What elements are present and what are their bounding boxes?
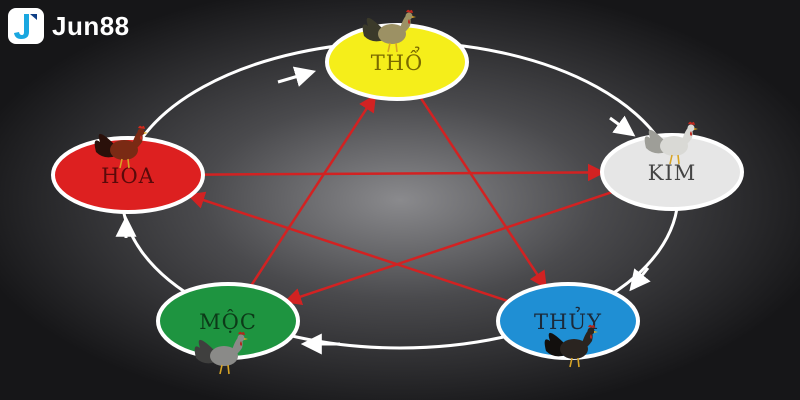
rooster-kim-icon [644,121,698,165]
star-arrow-hoa-to-kim [202,163,606,182]
node-kim-label: KIM [648,161,697,185]
rooster-moc-icon [194,331,248,375]
rooster-tho-icon [362,9,416,53]
overcoming-cycle-star [186,94,614,306]
cycle-arrow-tho-to-kim [609,115,636,137]
star-arrow-tho-to-thuy [419,96,547,289]
brand-logo-icon [8,8,44,44]
rooster-thuy-icon [544,324,598,368]
node-hoa: HOA [51,136,205,214]
node-moc-label: MỘC [199,310,257,334]
star-arrow-moc-to-tho [249,94,377,287]
brand-logo[interactable]: Jun88 [6,6,130,46]
star-arrow-kim-to-moc [283,190,614,306]
star-arrow-thuy-to-hoa [186,191,510,303]
node-hoa-circle [51,136,205,214]
node-tho: THỔ [325,23,469,101]
node-kim: KIM [600,133,744,211]
cycle-arrow-kim-to-thuy [629,267,651,292]
cycle-arrow-hoa-to-tho [277,66,317,87]
node-hoa-label: HOA [101,164,155,188]
node-kim-circle [600,133,744,211]
generating-cycle-arrows [115,66,651,355]
rooster-hoa-icon [94,125,148,169]
brand-name: Jun88 [52,10,130,41]
